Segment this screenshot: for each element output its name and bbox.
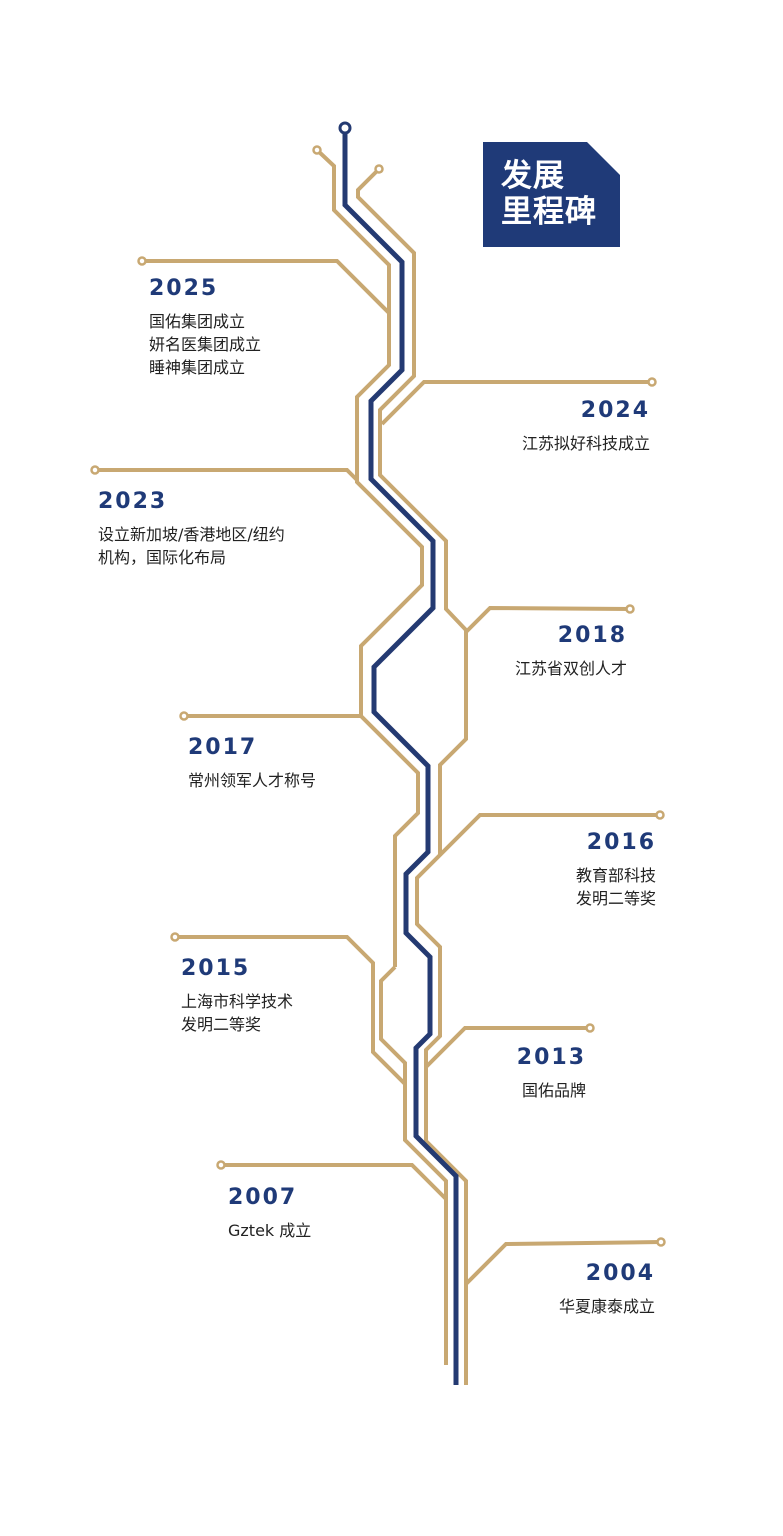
milestone-year: 2025 xyxy=(149,276,219,301)
milestone-desc-line: 江苏拟好科技成立 xyxy=(521,434,650,453)
milestone-desc-line: 教育部科技 xyxy=(575,866,656,885)
milestone-desc-line: 上海市科学技术 xyxy=(181,992,294,1011)
milestone-year: 2018 xyxy=(557,623,627,648)
gold-dot-2004 xyxy=(656,1237,666,1247)
milestone-desc-line: 设立新加坡/香港地区/纽约 xyxy=(98,525,285,544)
milestone-year: 2007 xyxy=(228,1185,298,1210)
gold-trace-2015-inner xyxy=(379,965,407,1084)
gold-trace-2024 xyxy=(380,380,652,426)
gold-trace-top-left xyxy=(315,148,391,313)
milestone-desc-line: 发明二等奖 xyxy=(181,1015,262,1034)
gold-dot-top-right xyxy=(374,164,384,174)
milestone-year: 2013 xyxy=(516,1045,586,1070)
navy-main-trace xyxy=(342,133,459,1385)
milestone-year: 2023 xyxy=(98,489,168,514)
gold-dot-2025 xyxy=(137,256,147,266)
milestone-desc-line: 睡神集团成立 xyxy=(149,358,246,377)
gold-trace-2007 xyxy=(221,1163,448,1201)
gold-trace-2023 xyxy=(95,468,359,482)
gold-dot-2015 xyxy=(170,932,180,942)
milestone-2017: 2017 常州领军人才称号 xyxy=(188,735,316,792)
gold-trace-2016 xyxy=(415,813,660,1385)
gold-trace-2013 xyxy=(424,1026,590,1069)
milestone-2025: 2025 国佑集团成立 妍名医集团成立 睡神集团成立 xyxy=(149,276,261,379)
milestone-desc-line: 机构，国际化布局 xyxy=(98,548,227,567)
milestone-desc-line: 国佑品牌 xyxy=(521,1081,586,1100)
milestone-2024: 2024 江苏拟好科技成立 xyxy=(522,398,650,455)
milestone-year: 2015 xyxy=(181,956,251,981)
milestone-2007: 2007 Gztek 成立 xyxy=(228,1185,311,1242)
page-title-line-1: 发展 xyxy=(501,158,565,194)
milestone-desc-line: 国佑集团成立 xyxy=(149,312,246,331)
gold-dot-2018 xyxy=(625,604,635,614)
milestone-desc-line: 华夏康泰成立 xyxy=(558,1297,655,1316)
gold-dot-2016 xyxy=(655,810,665,820)
milestone-year: 2004 xyxy=(585,1261,655,1286)
gold-dot-2013 xyxy=(585,1023,595,1033)
gold-trace-2015 xyxy=(175,935,448,1365)
page-title: 发展 里程碑 xyxy=(501,158,621,230)
page-title-line-2: 里程碑 xyxy=(501,194,597,230)
gold-dot-2017 xyxy=(179,711,189,721)
milestone-2004: 2004 华夏康泰成立 xyxy=(559,1261,655,1318)
gold-trace-2025 xyxy=(142,259,424,967)
navy-start-dot xyxy=(338,121,352,135)
gold-dot-top-left xyxy=(312,145,322,155)
gold-trace-top-right xyxy=(356,167,468,856)
milestone-year: 2016 xyxy=(586,830,656,855)
milestone-2013: 2013 国佑品牌 xyxy=(517,1045,586,1102)
milestone-desc-line: Gztek 成立 xyxy=(228,1221,312,1240)
milestone-2018: 2018 江苏省双创人才 xyxy=(515,623,627,680)
milestone-year: 2017 xyxy=(188,735,258,760)
milestone-desc-line: 妍名医集团成立 xyxy=(149,335,262,354)
milestone-desc-line: 江苏省双创人才 xyxy=(514,659,627,678)
milestone-2015: 2015 上海市科学技术 发明二等奖 xyxy=(181,956,293,1036)
milestone-year: 2024 xyxy=(580,398,650,423)
milestone-2016: 2016 教育部科技 发明二等奖 xyxy=(576,830,656,910)
milestone-desc-line: 发明二等奖 xyxy=(575,889,656,908)
gold-dot-2007 xyxy=(216,1160,226,1170)
milestone-desc-line: 常州领军人才称号 xyxy=(188,771,317,790)
gold-trace-2018 xyxy=(464,605,631,634)
gold-dot-2024 xyxy=(647,377,657,387)
milestone-2023: 2023 设立新加坡/香港地区/纽约 机构，国际化布局 xyxy=(98,489,285,569)
title-badge xyxy=(483,142,620,247)
gold-trace-2004 xyxy=(464,1240,662,1286)
gold-dot-2023 xyxy=(90,465,100,475)
